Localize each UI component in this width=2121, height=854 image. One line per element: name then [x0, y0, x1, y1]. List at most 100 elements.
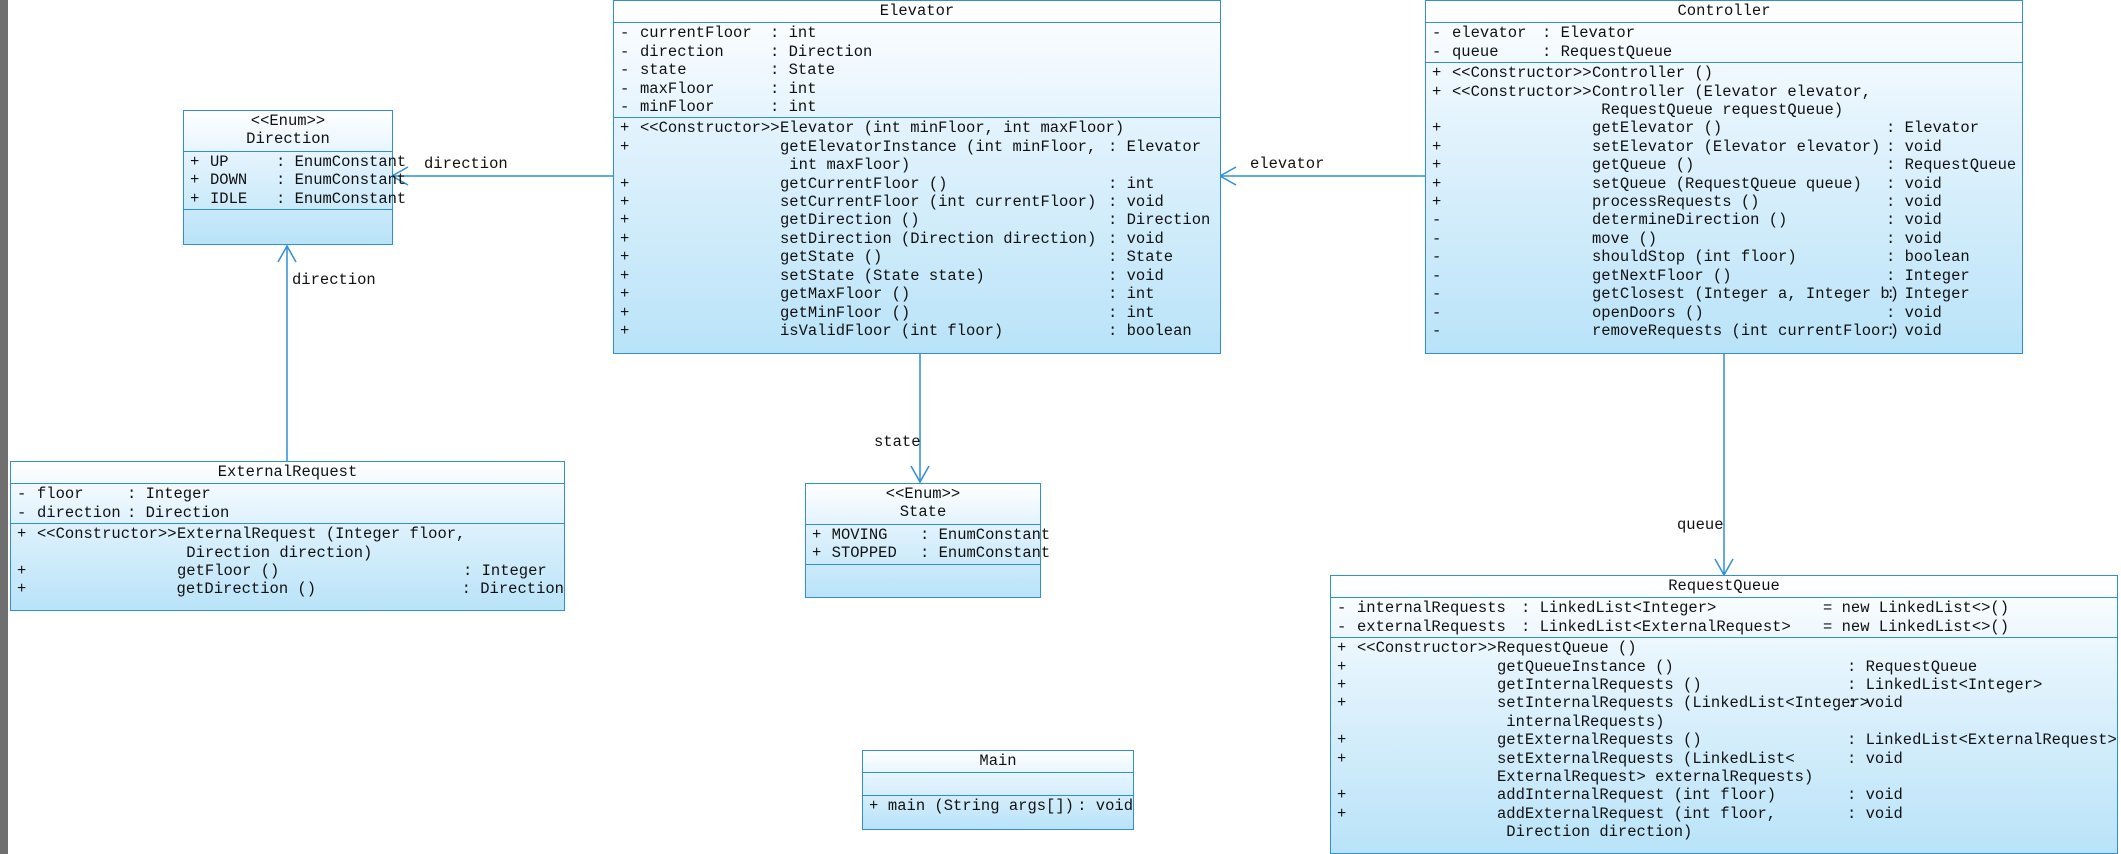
- operation-stereotype: [1357, 750, 1497, 768]
- visibility-marker: -: [1337, 617, 1347, 636]
- operation-signature: getInternalRequests (): [1497, 676, 1702, 695]
- operation-signature: Direction direction): [1497, 823, 1693, 842]
- operation-signature: shouldStop (int floor): [1592, 248, 1797, 267]
- class-direction[interactable]: <<Enum>> Direction +UP: EnumConstant+DOW…: [183, 110, 406, 245]
- operation-return-type: : Elevator: [1108, 137, 1202, 156]
- attribute-row: -internalRequests: LinkedList<Integer>= …: [1331, 599, 2117, 617]
- window-frame-edge: [0, 0, 8, 854]
- visibility-marker: -: [1432, 42, 1442, 61]
- operation-row: +setExternalRequests (LinkedList<: void: [1331, 750, 2117, 768]
- operation-return-type: : void: [1886, 137, 1942, 156]
- attribute-name: internalRequests: [1357, 599, 1506, 618]
- operation-stereotype: [1452, 175, 1592, 193]
- attribute-type: : int: [770, 98, 817, 117]
- operation-row: +getDirection (): Direction: [614, 211, 1220, 229]
- operation-row: +<<Constructor>>Controller (): [1426, 64, 2022, 82]
- visibility-marker: +: [1337, 639, 1347, 658]
- class-header: <<Enum>> Direction: [184, 111, 392, 152]
- attribute-row: +DOWN: EnumConstant: [184, 171, 406, 190]
- operation-signature: RequestQueue (): [1497, 639, 1637, 658]
- operation-stereotype: [1452, 322, 1592, 340]
- operation-row: +<<Constructor>>Elevator (int minFloor, …: [614, 119, 1220, 137]
- visibility-marker: -: [17, 503, 27, 522]
- visibility-marker: +: [1337, 786, 1347, 805]
- attribute-row: -currentFloor: int: [614, 24, 1220, 42]
- operation-stereotype: [640, 156, 780, 174]
- operation-row: RequestQueue requestQueue): [1426, 101, 2022, 119]
- class-attributes: +MOVING: EnumConstant+STOPPED: EnumConst…: [806, 525, 1051, 565]
- operation-signature: getQueue (): [1592, 156, 1695, 175]
- operation-stereotype: [1452, 193, 1592, 211]
- visibility-marker: +: [620, 193, 630, 212]
- class-header: Main: [863, 751, 1133, 774]
- operation-signature: main (String args[]): [887, 797, 1074, 816]
- operation-row: +setElevator (Elevator elevator): void: [1426, 138, 2022, 156]
- operation-stereotype: [1452, 230, 1592, 248]
- operation-row: Direction direction): [1331, 823, 2117, 841]
- class-stereotype: <<Enum>>: [250, 112, 326, 130]
- class-elevator[interactable]: Elevator -currentFloor: int-direction: D…: [613, 0, 1221, 354]
- visibility-marker: +: [620, 248, 630, 267]
- visibility-marker: -: [1432, 321, 1442, 340]
- operation-row: +<<Constructor>>ExternalRequest (Integer…: [11, 525, 564, 543]
- attribute-name: floor: [37, 485, 84, 504]
- operation-row: +processRequests (): void: [1426, 193, 2022, 211]
- operation-return-type: : void: [1886, 211, 1942, 230]
- attribute-type: : Integer: [127, 485, 211, 504]
- operation-stereotype: [640, 193, 780, 211]
- association-label-state: state: [874, 433, 921, 451]
- visibility-marker: +: [620, 266, 630, 285]
- operation-signature: getClosest (Integer a, Integer b): [1592, 285, 1899, 304]
- operation-stereotype: [1452, 267, 1592, 285]
- operation-stereotype: [1357, 768, 1497, 786]
- visibility-marker: -: [1432, 303, 1442, 322]
- operation-return-type: : Direction: [461, 580, 564, 599]
- attribute-name: queue: [1452, 42, 1499, 61]
- attribute-row: +MOVING: EnumConstant: [806, 525, 1051, 544]
- operation-return-type: : Elevator: [1886, 119, 1980, 138]
- attribute-name: DOWN: [210, 171, 248, 190]
- operation-stereotype: [640, 285, 780, 303]
- operation-row: ExternalRequest> externalRequests): [1331, 768, 2117, 786]
- attribute-type: : int: [770, 79, 817, 98]
- operation-row: +setCurrentFloor (int currentFloor): voi…: [614, 193, 1220, 211]
- operation-row: +getElevatorInstance (int minFloor,: Ele…: [614, 138, 1220, 156]
- class-request-queue[interactable]: RequestQueue -internalRequests: LinkedLi…: [1330, 575, 2118, 854]
- visibility-marker: -: [1432, 229, 1442, 248]
- visibility-marker: +: [620, 321, 630, 340]
- class-stereotype: <<Enum>>: [885, 485, 961, 503]
- class-state[interactable]: <<Enum>> State +MOVING: EnumConstant+STO…: [805, 483, 1051, 598]
- visibility-marker: [1331, 768, 1357, 786]
- operation-row: +setQueue (RequestQueue queue): void: [1426, 175, 2022, 193]
- visibility-marker: -: [620, 24, 630, 43]
- class-main[interactable]: Main +main (String args[]): void: [862, 750, 1134, 830]
- operation-stereotype: [640, 304, 780, 322]
- attribute-type: : EnumConstant: [920, 525, 1051, 544]
- class-external-request[interactable]: ExternalRequest -floor: Integer-directio…: [10, 461, 565, 611]
- operation-signature: ExternalRequest> externalRequests): [1497, 768, 1814, 787]
- class-controller[interactable]: Controller -elevator: Elevator-queue: Re…: [1425, 0, 2023, 354]
- operation-return-type: : LinkedList<Integer>: [1847, 676, 2043, 695]
- visibility-marker: [1331, 713, 1357, 731]
- attribute-row: -direction: Direction: [11, 504, 564, 522]
- operation-stereotype: [1452, 285, 1592, 303]
- visibility-marker: +: [1337, 694, 1347, 713]
- operation-return-type: : void: [1886, 303, 1942, 322]
- attribute-type: : EnumConstant: [920, 544, 1051, 563]
- visibility-marker: +: [17, 580, 27, 599]
- operation-row: +getInternalRequests (): LinkedList<Inte…: [1331, 676, 2117, 694]
- operation-return-type: : void: [1847, 749, 1903, 768]
- visibility-marker: +: [1432, 174, 1442, 193]
- operation-signature: setExternalRequests (LinkedList<: [1497, 749, 1795, 768]
- attribute-type: : int: [770, 24, 817, 43]
- operation-signature: ExternalRequest (Integer floor,: [177, 525, 466, 544]
- attribute-row: -state: State: [614, 61, 1220, 79]
- operation-stereotype: [1452, 119, 1592, 137]
- operation-row: -determineDirection (): void: [1426, 211, 2022, 229]
- operation-row: +<<Constructor>>RequestQueue (): [1331, 639, 2117, 657]
- operation-signature: getQueueInstance (): [1497, 657, 1674, 676]
- class-header: RequestQueue: [1331, 576, 2117, 599]
- attribute-name: state: [640, 61, 687, 80]
- operation-row: +getExternalRequests (): LinkedList<Exte…: [1331, 731, 2117, 749]
- operation-stereotype: [1357, 676, 1497, 694]
